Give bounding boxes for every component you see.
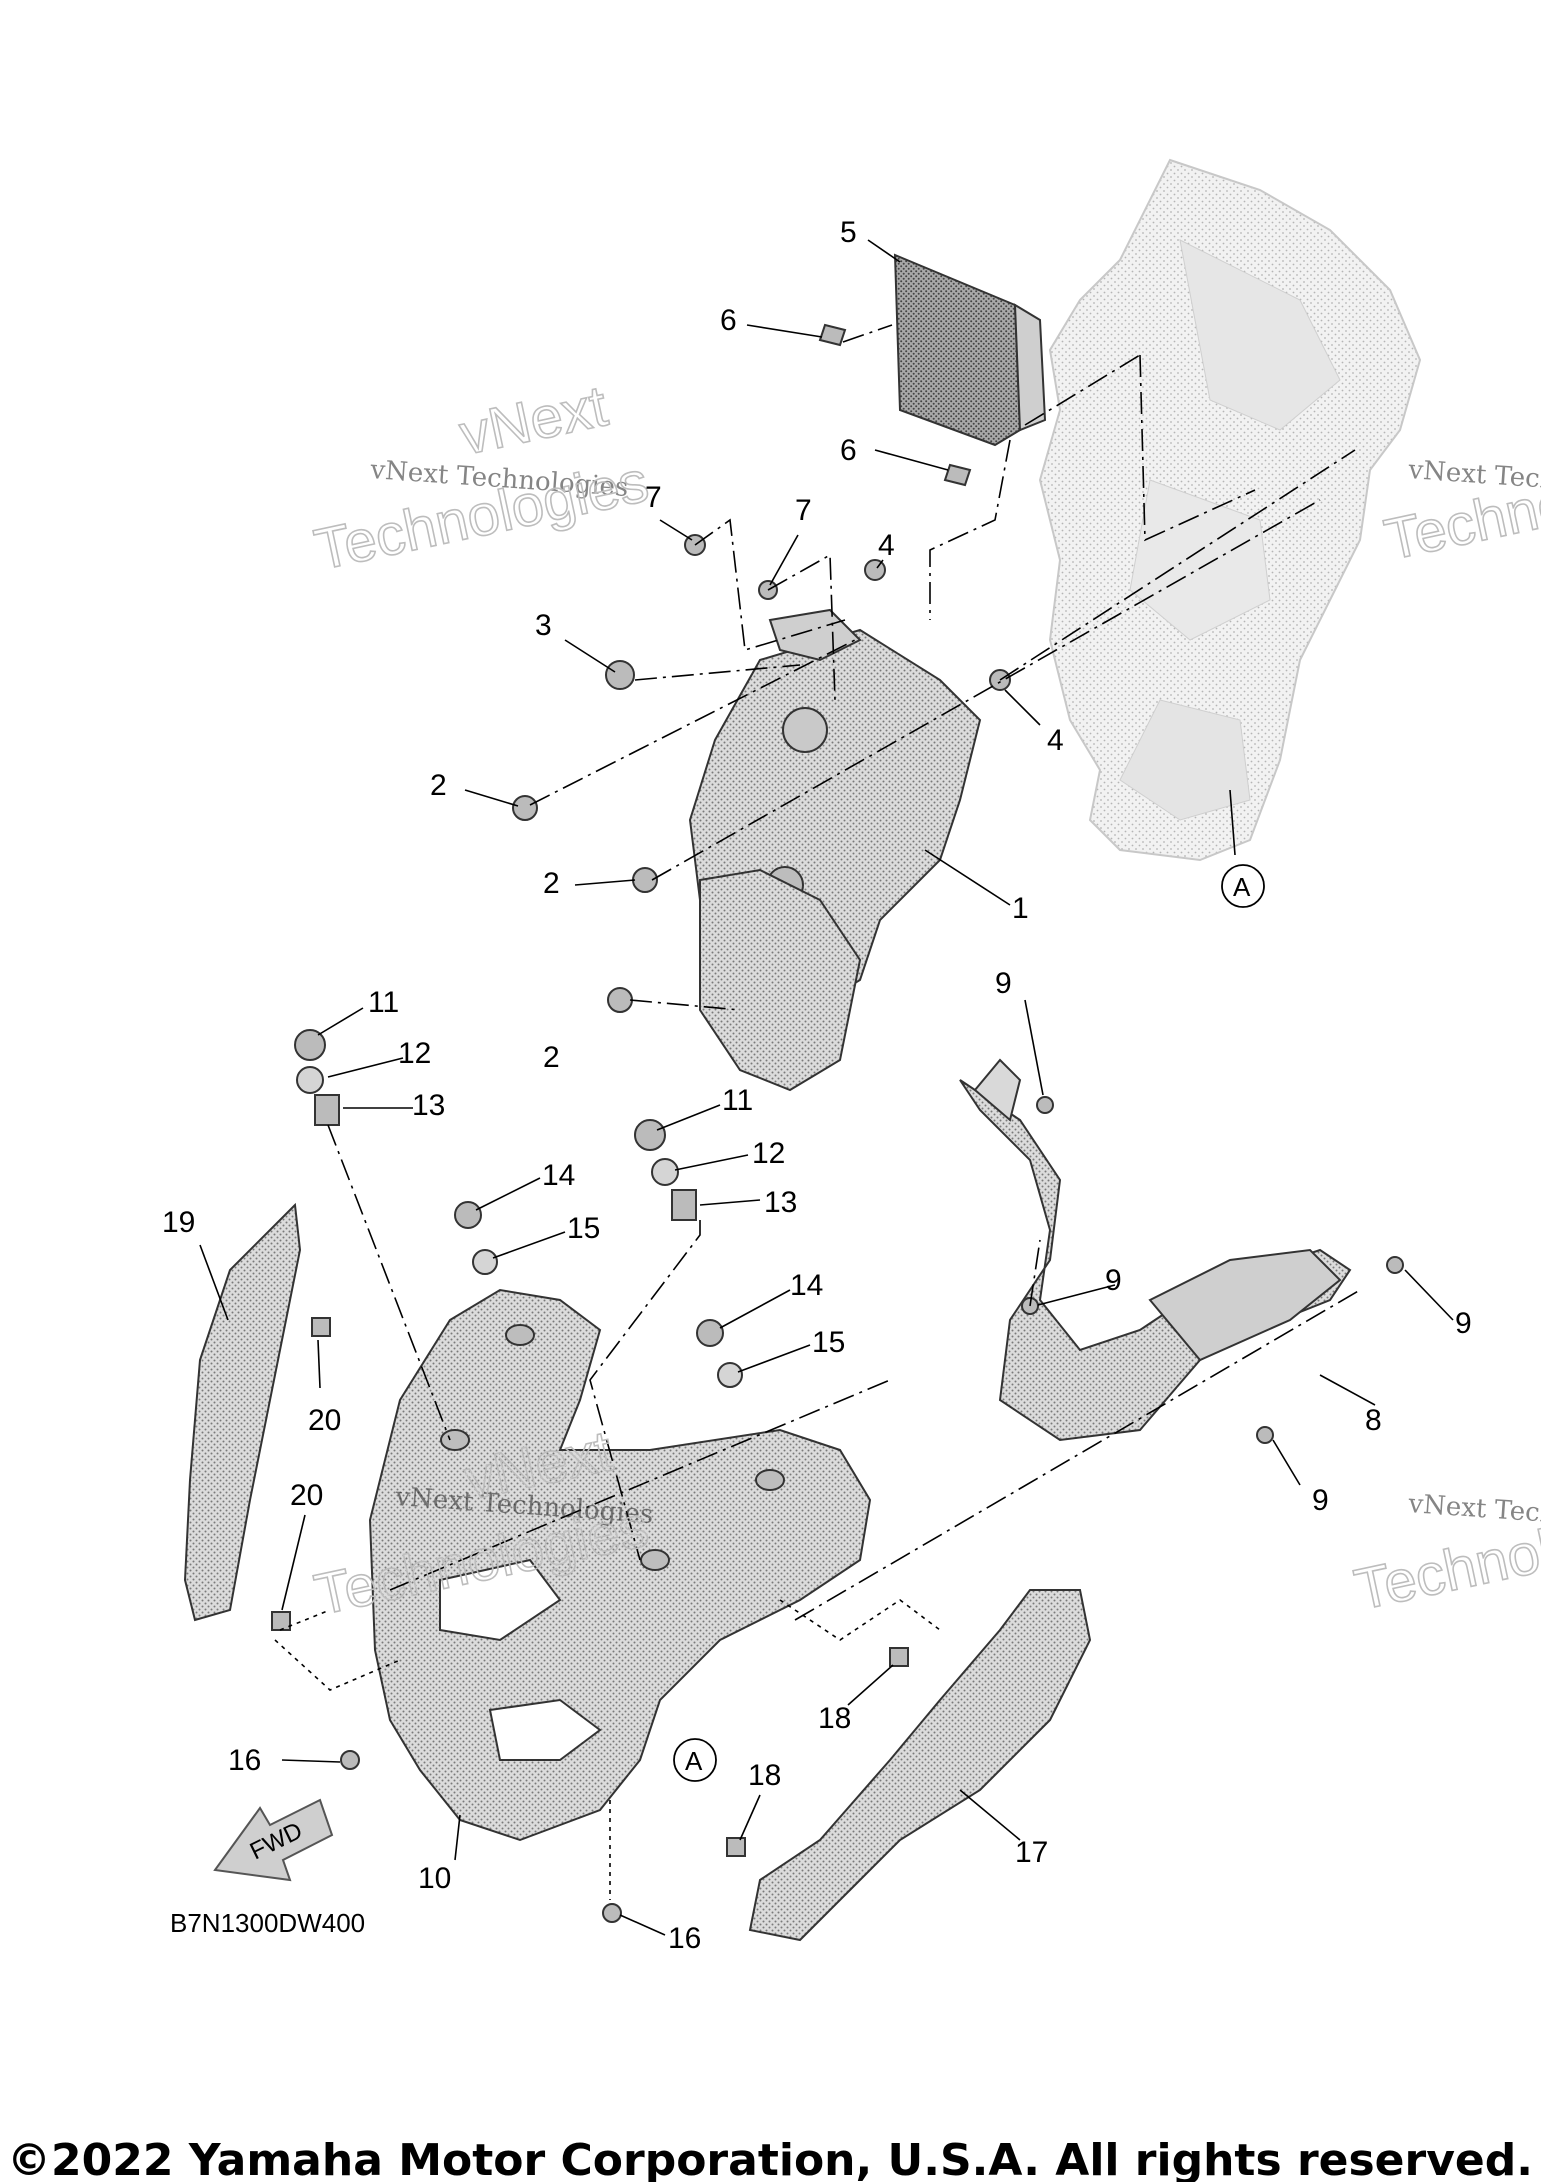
- callout-c17: 17: [1015, 1836, 1048, 1869]
- hardware: [271, 323, 1404, 1923]
- frame-ghost: [1038, 158, 1422, 862]
- callout-c6b: 6: [840, 434, 857, 467]
- callout-cA1: A: [1233, 872, 1251, 902]
- callout-c4b: 4: [1047, 724, 1064, 757]
- part-5-control-unit: [893, 253, 1047, 447]
- diagram-code: B7N1300DW400: [170, 1908, 365, 1938]
- leader-lines: [199, 239, 1454, 1936]
- callout-c9c: 9: [1455, 1307, 1472, 1340]
- callout-c11b: 11: [722, 1084, 753, 1117]
- callout-c7a: 7: [645, 481, 662, 514]
- callout-c6a: 6: [720, 304, 737, 337]
- callout-c2c: 2: [543, 1041, 560, 1074]
- callout-c10: 10: [418, 1862, 451, 1895]
- callout-c18b: 18: [748, 1759, 781, 1792]
- part-17-lower-panel: [748, 1589, 1092, 1942]
- part-1-main-assembly: [688, 608, 982, 1092]
- callout-c9a: 9: [995, 967, 1012, 1000]
- callout-c18a: 18: [818, 1702, 851, 1735]
- callout-c20b: 20: [290, 1479, 323, 1512]
- reference-a-circle-2: [673, 1738, 717, 1782]
- callout-cA2: A: [685, 1746, 703, 1776]
- callout-c15b: 15: [812, 1326, 845, 1359]
- callout-c16b: 16: [668, 1922, 701, 1955]
- fwd-arrow: FWD: [213, 1798, 334, 1882]
- part-19-side-cover: [183, 1202, 302, 1622]
- callout-c9d: 9: [1312, 1484, 1329, 1517]
- callout-c11a: 11: [368, 986, 399, 1019]
- callout-c13b: 13: [764, 1186, 797, 1219]
- callout-c13a: 13: [412, 1089, 445, 1122]
- callout-c15a: 15: [567, 1212, 600, 1245]
- callout-c2a: 2: [430, 769, 447, 802]
- watermark-big-1a: vNext: [454, 373, 613, 467]
- callout-c3: 3: [535, 609, 552, 642]
- callout-c1: 1: [1012, 892, 1029, 925]
- part-8-air-duct: [959, 1058, 1352, 1442]
- callout-c2b: 2: [543, 867, 560, 900]
- assembly-lines: [274, 324, 1361, 1900]
- callout-c16a: 16: [228, 1744, 261, 1777]
- callout-c7b: 7: [795, 494, 812, 527]
- callout-c9b: 9: [1105, 1264, 1122, 1297]
- part-10-front-cowl: [368, 1288, 872, 1842]
- callout-c8: 8: [1365, 1404, 1382, 1437]
- reference-a-circle-1: [1221, 864, 1265, 908]
- callout-c19: 19: [162, 1206, 195, 1239]
- callout-c14a: 14: [542, 1159, 575, 1192]
- callout-c20a: 20: [308, 1404, 341, 1437]
- callout-c4a: 4: [878, 529, 895, 562]
- copyright-notice: ©2022 Yamaha Motor Corporation, U.S.A. A…: [7, 2135, 1533, 2182]
- callout-c14b: 14: [790, 1269, 823, 1302]
- callout-c12b: 12: [752, 1137, 785, 1170]
- callout-c12a: 12: [398, 1037, 431, 1070]
- callout-c5: 5: [840, 216, 857, 249]
